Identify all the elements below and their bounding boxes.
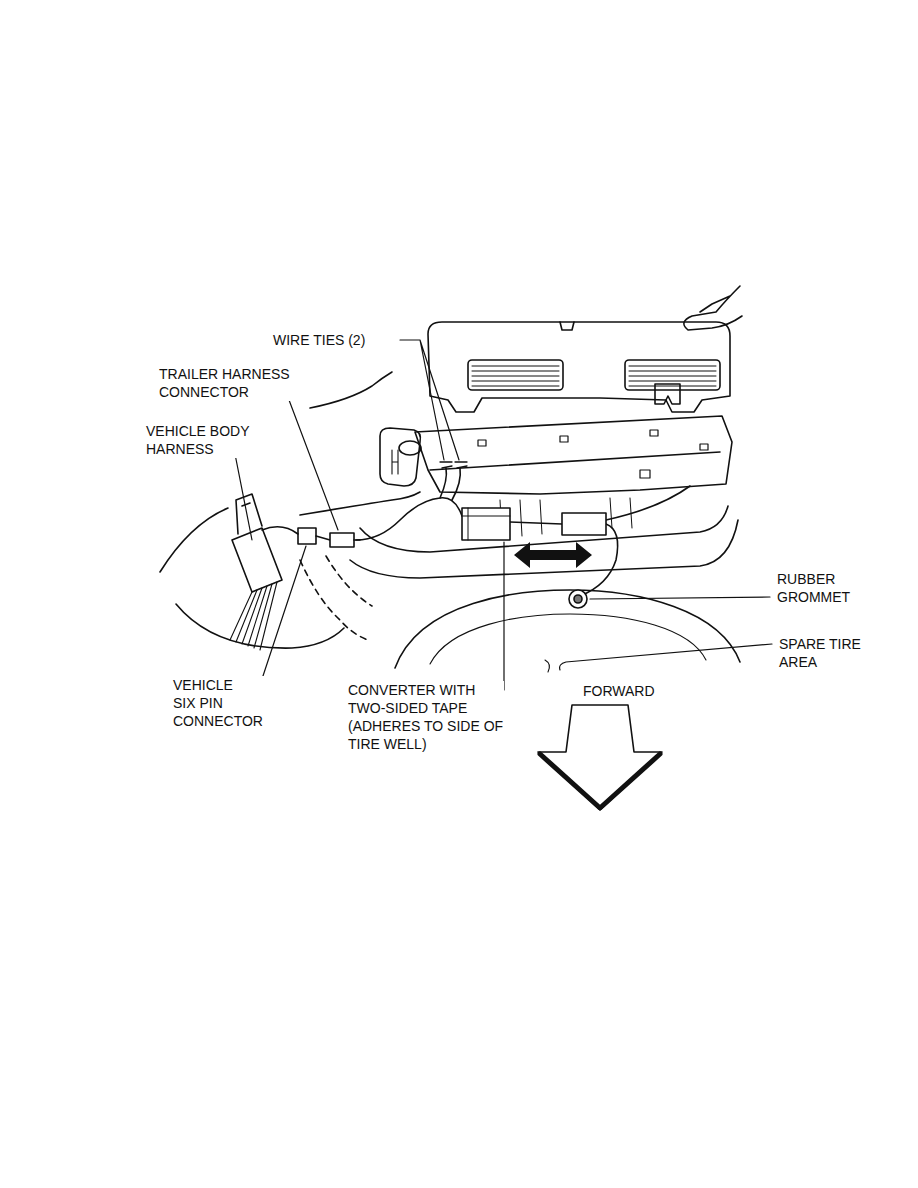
leader-line [250, 546, 306, 685]
spare-tire-well [395, 590, 740, 668]
hand [684, 286, 742, 330]
label-anchor: CONVERTER WITH TWO-SIDED TAPE (ADHERES T… [347, 681, 504, 753]
wire [510, 522, 562, 524]
leader-line [590, 597, 770, 599]
interior-outline [160, 508, 228, 572]
leader-line [486, 542, 504, 690]
harness-bracket [236, 494, 262, 534]
callout-label: FORWARD [582, 682, 656, 700]
sill-edge [430, 452, 720, 470]
leader-line [560, 644, 772, 670]
tire-mark [545, 660, 549, 672]
label-anchor: FORWARD [582, 682, 656, 700]
trim-panel [428, 322, 730, 412]
taillight [380, 428, 420, 486]
leader-line [226, 449, 252, 540]
label-anchor: VEHICLE BODY HARNESS [145, 422, 250, 458]
callout-label: VEHICLE SIX PIN CONNECTOR [172, 676, 264, 730]
callout-label: CONVERTER WITH TWO-SIDED TAPE (ADHERES T… [347, 681, 504, 753]
label-anchor: VEHICLE SIX PIN CONNECTOR [172, 676, 264, 730]
harness-wires [230, 582, 277, 650]
callout-label: WIRE TIES (2) [272, 331, 366, 349]
grille-slats [472, 366, 716, 386]
interior-outline [300, 560, 368, 640]
leader-line [400, 340, 459, 460]
cap [399, 441, 421, 455]
wire [440, 468, 460, 500]
wire-tie [440, 462, 467, 468]
body-outline [310, 372, 392, 408]
label-anchor: WIRE TIES (2) [272, 331, 366, 349]
double-arrow [514, 542, 592, 568]
trailer-harness-connector [330, 533, 354, 547]
wire [354, 539, 360, 541]
forward-arrow [538, 705, 662, 810]
forward-arrow-shadow [540, 754, 660, 808]
sill-slots [478, 430, 708, 478]
floor-edge [350, 520, 738, 578]
converter-detail [462, 508, 510, 540]
wire [262, 527, 330, 540]
converter [462, 508, 510, 540]
callout-label: SPARE TIRE AREA [778, 635, 862, 671]
floor-edge [360, 506, 728, 552]
label-anchor: TRAILER HARNESS CONNECTOR [158, 365, 291, 401]
leader-line [258, 392, 338, 530]
spare-tire-rim [430, 614, 706, 664]
interior-outline [176, 604, 344, 648]
trim-panel-edge [560, 322, 574, 330]
callout-label: RUBBER GROMMET [776, 570, 851, 606]
callout-label: VEHICLE BODY HARNESS [145, 422, 250, 458]
rubber-grommet [574, 595, 582, 603]
six-pin-connector [298, 528, 316, 544]
interior-outline [326, 556, 372, 606]
label-anchor: RUBBER GROMMET [776, 570, 851, 606]
callout-label: TRAILER HARNESS CONNECTOR [158, 365, 291, 401]
panel-tab [655, 384, 680, 404]
vehicle-body-harness [232, 528, 282, 592]
taillight-detail [392, 450, 398, 474]
rear-sill [415, 416, 732, 494]
label-anchor: SPARE TIRE AREA [778, 635, 862, 671]
floor-edge [300, 492, 420, 515]
wire [356, 498, 462, 540]
rubber-grommet [569, 590, 587, 608]
converter-position [562, 513, 606, 535]
wire [606, 486, 690, 520]
